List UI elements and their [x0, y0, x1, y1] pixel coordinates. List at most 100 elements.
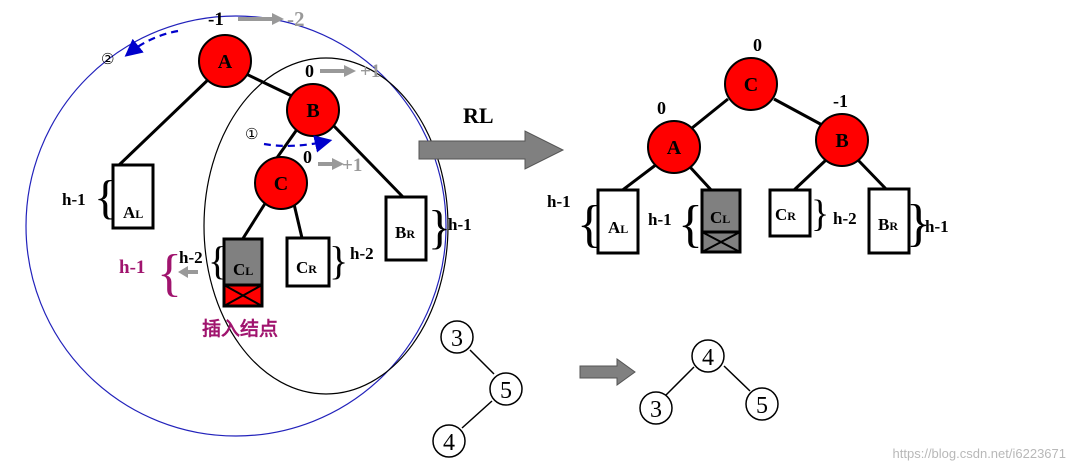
transform-arrow-icon — [418, 130, 565, 170]
h-cl-label: h-2 — [179, 248, 203, 267]
example-node-5 — [489, 372, 523, 406]
h-al-right-label: h-1 — [547, 192, 571, 211]
example-node-3-label: 3 — [451, 326, 463, 352]
bf-b-new: +1 — [360, 61, 380, 82]
node-b-label: B — [306, 100, 319, 122]
edge-a-al-r — [619, 162, 658, 194]
brace-cr: } — [329, 238, 348, 283]
node-a-right — [647, 120, 701, 174]
brace-br-right: } — [906, 195, 931, 252]
example-node-4-label: 4 — [443, 430, 455, 456]
edge-4-5 — [723, 365, 751, 392]
inner-ellipse — [203, 57, 449, 395]
edge-3-5 — [469, 349, 495, 375]
edge-a-b — [241, 70, 297, 100]
inserted-cross-2 — [223, 284, 263, 307]
example-arrow-icon — [579, 358, 636, 386]
bf-c-arrowhead-icon — [332, 158, 344, 170]
subtree-cr-right-label: CR — [775, 205, 796, 224]
node-a — [198, 34, 252, 88]
h-br-label: h-1 — [448, 215, 472, 234]
bf-c-new: +1 — [342, 155, 362, 176]
bf-b-arrowhead-icon — [344, 65, 356, 77]
node-c-label: C — [274, 173, 288, 195]
edge-a-cl-r — [688, 165, 715, 194]
step-one-label: ① — [245, 125, 258, 143]
watermark: https://blog.csdn.net/i6223671 — [893, 446, 1066, 461]
edge-b-br — [330, 122, 406, 200]
node-b-right — [815, 113, 869, 167]
edge-b-br-r — [856, 158, 889, 192]
node-a-right-label: A — [667, 137, 682, 159]
bf-c-right: 0 — [753, 35, 762, 55]
edge-a-al — [116, 74, 214, 168]
subtree-al — [111, 163, 155, 230]
rotate-step-two-arrow-icon — [124, 29, 179, 57]
bf-a-arrowhead-icon — [272, 13, 284, 25]
h-cr-right-label: h-2 — [833, 209, 857, 228]
h-cl-right-label: h-1 — [648, 210, 672, 229]
rl-transform: RL — [418, 103, 565, 170]
bf-a-right: 0 — [657, 98, 666, 118]
brace-al-right: { — [577, 196, 602, 253]
node-c — [254, 156, 308, 210]
node-a-label: A — [218, 51, 233, 73]
example-after-node-3 — [639, 391, 673, 425]
brace-cr-right: } — [811, 193, 829, 235]
node-b-right-label: B — [835, 130, 848, 152]
edge-c-cl — [240, 201, 268, 241]
brace-br: } — [428, 201, 451, 254]
left-tree-before: A B C -1 -2 0 +1 0 +1 ② ① AL h-1 { CL — [25, 7, 472, 437]
h-cr-label: h-2 — [350, 244, 374, 263]
brace-accent: { — [157, 245, 182, 302]
subtree-br-label: BR — [395, 223, 415, 242]
example-after-node-4-label: 4 — [702, 345, 714, 371]
bf-c-old: 0 — [303, 147, 312, 167]
inserted-cross-right-2 — [701, 231, 741, 253]
node-c-right — [724, 57, 778, 111]
node-b — [286, 83, 340, 137]
edge-c-b — [773, 97, 825, 128]
h-br-right-label: h-1 — [925, 217, 949, 236]
example-after-node-4 — [691, 339, 725, 373]
subtree-cr-right — [768, 188, 812, 238]
brace-cl: { — [208, 238, 227, 283]
brace-al: { — [94, 171, 117, 224]
edge-b-cr-r — [791, 158, 828, 193]
rotation-label: RL — [463, 103, 494, 128]
subtree-cr — [285, 236, 331, 288]
subtree-br-right-label: BR — [878, 215, 898, 234]
subtree-al-label: AL — [123, 203, 143, 222]
subtree-br — [384, 195, 428, 262]
subtree-cr-label: CR — [296, 258, 317, 277]
node-c-right-label: C — [744, 74, 758, 96]
subtree-al-right-label: AL — [608, 218, 628, 237]
right-tree-after: C A B 0 0 -1 AL h-1 { CL h-1 { CR } h-2 … — [547, 35, 949, 255]
subtree-cl-right-label: CL — [710, 208, 730, 227]
subtree-cl-right — [700, 188, 742, 234]
outer-circle — [25, 15, 447, 437]
brace-cl-right: { — [678, 196, 703, 253]
step-two-label: ② — [101, 50, 114, 68]
example-node-3 — [440, 320, 474, 354]
insert-node-label: 插入结点 — [202, 317, 278, 340]
h-accent-label: h-1 — [119, 257, 145, 278]
example-after-node-5-label: 5 — [756, 393, 768, 419]
rotate-step-one-arrow-icon — [263, 135, 333, 153]
bf-a-new: -2 — [287, 7, 305, 31]
example-after-node-5 — [745, 387, 779, 421]
subtree-cl-label: CL — [233, 260, 253, 279]
edge-5-4 — [461, 400, 493, 429]
edge-c-a — [691, 97, 729, 130]
example-before: 3 5 4 — [432, 320, 523, 458]
subtree-al-right — [596, 188, 640, 255]
bf-b-old: 0 — [305, 61, 314, 81]
example-after-node-3-label: 3 — [650, 397, 662, 423]
edge-4-3 — [665, 366, 695, 396]
subtree-cl — [222, 237, 264, 287]
example-after: 4 3 5 — [639, 339, 779, 425]
h-al-label: h-1 — [62, 190, 86, 209]
example-node-5-label: 5 — [500, 378, 512, 404]
subtree-br-right — [867, 187, 911, 255]
accent-arrowhead-icon — [178, 266, 188, 278]
